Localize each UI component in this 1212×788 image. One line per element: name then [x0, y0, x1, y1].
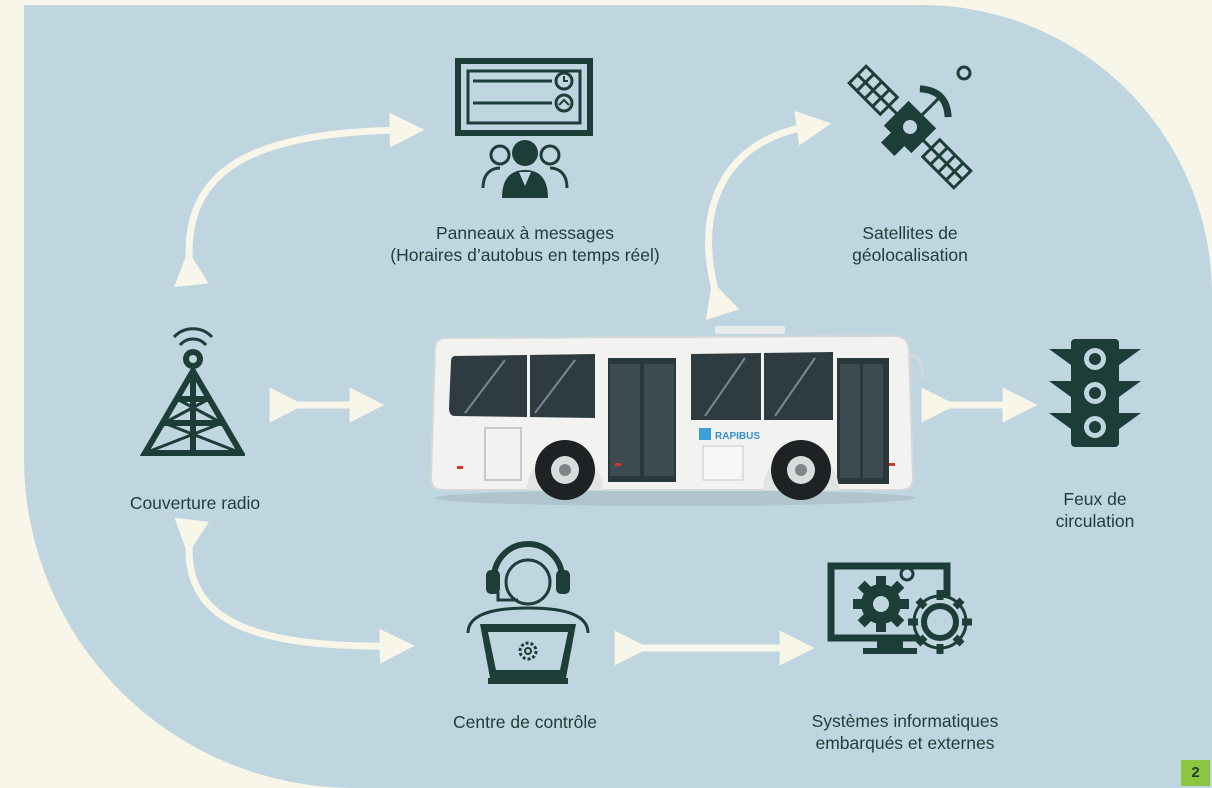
message-panels-line1: Panneaux à messages [435, 223, 615, 243]
arrow-bus-satellite [705, 110, 832, 320]
radio-line1: Couverture radio [129, 493, 261, 513]
traffic-lights-line2: circulation [1055, 511, 1135, 531]
satellite-icon [847, 64, 973, 190]
message-panels-line2: (Horaires d’autobus en temps réel) [390, 245, 660, 265]
satellites-line2: géolocalisation [852, 245, 968, 265]
control-center-line1: Centre de contrôle [453, 712, 597, 732]
laptop-gear-icon [480, 624, 576, 684]
radio-tower-icon [140, 327, 245, 456]
satellites-label: Satellites de géolocalisation [820, 222, 1000, 266]
bus-brand-text: RAPIBUS [715, 431, 760, 442]
message-board-icon [455, 58, 593, 198]
bus-illustration: RAPIBUS [429, 326, 925, 506]
it-systems-label: Systèmes informatiques embarqués et exte… [775, 710, 1035, 754]
it-systems-line1: Systèmes informatiques [811, 711, 999, 731]
traffic-light-icon [1049, 339, 1141, 447]
traffic-lights-label: Feux de circulation [1030, 488, 1160, 532]
radio-label: Couverture radio [95, 492, 295, 514]
people-icon [481, 140, 569, 198]
satellites-line1: Satellites de [862, 223, 958, 243]
monitor-gears-icon [827, 562, 972, 654]
control-center-label: Centre de contrôle [420, 711, 630, 733]
arrow-radio-messages [174, 112, 425, 288]
operator-headset-icon [466, 541, 590, 684]
message-panels-label: Panneaux à messages (Horaires d’autobus … [390, 222, 660, 266]
arrow-radio-control [174, 517, 415, 664]
traffic-lights-line1: Feux de [1063, 489, 1127, 509]
it-systems-line2: embarqués et externes [815, 733, 995, 753]
page-number-badge: 2 [1181, 760, 1210, 786]
